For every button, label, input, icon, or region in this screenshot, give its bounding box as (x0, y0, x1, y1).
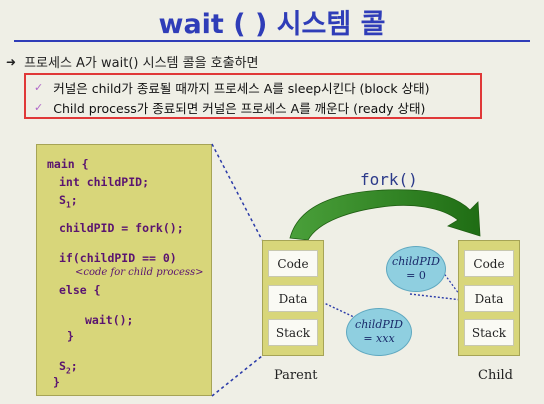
child-label: Child (478, 368, 513, 383)
code-line-wait: wait(); (85, 313, 134, 327)
slide-title: wait ( ) 시스템 콜 (158, 9, 386, 40)
code-line-close-else: } (67, 329, 74, 343)
parent-data-segment: Data (268, 285, 318, 312)
code-line-s2: S2; (59, 359, 78, 376)
main-bullet: ➜ 프로세스 A가 wait() 시스템 콜을 호출하면 (6, 52, 259, 72)
parent-pid-bubble-name: childPID (355, 318, 403, 331)
code-line-if: if(childPID == 0) (59, 251, 177, 265)
parent-code-segment: Code (268, 250, 318, 277)
child-pid-bubble-value: = 0 (406, 269, 426, 282)
sub-bullet-2-text: Child process가 종료되면 커널은 프로세스 A를 깨운다 (rea… (53, 101, 426, 116)
main-bullet-text: 프로세스 A가 wait() 시스템 콜을 호출하면 (24, 56, 259, 71)
projection-line-top (211, 143, 263, 241)
fork-arrow-icon (289, 189, 481, 241)
child-stack-segment: Stack (464, 319, 514, 346)
projection-line-bottom (211, 355, 263, 397)
parent-pid-bubble-value: = xxx (363, 332, 395, 345)
fork-label: fork() (360, 170, 418, 189)
sub-bullet-1-text: 커널은 child가 종료될 때까지 프로세스 A를 sleep시킨다 (blo… (53, 81, 430, 96)
sub-bullet-2: ✓ Child process가 종료되면 커널은 프로세스 A를 깨운다 (r… (34, 98, 425, 117)
highlight-box (24, 73, 482, 119)
code-comment: <code for child process> (75, 267, 204, 278)
code-line-s1: S1; (59, 193, 78, 210)
child-code-segment: Code (464, 250, 514, 277)
bullet-arrow-icon: ➜ (6, 54, 17, 69)
child-pid-bubble: childPID = 0 (386, 246, 446, 292)
child-process-box: Code Data Stack (458, 240, 520, 356)
code-line-decl: int childPID; (59, 175, 150, 189)
check-icon: ✓ (34, 101, 44, 114)
title-underline (14, 40, 530, 42)
child-data-segment: Data (464, 285, 514, 312)
parent-pid-bubble: childPID = xxx (346, 308, 412, 356)
code-panel: main { int childPID; S1; childPID = fork… (36, 144, 212, 396)
check-icon: ✓ (34, 81, 44, 94)
parent-label: Parent (274, 368, 318, 383)
child-data-connector (409, 293, 463, 301)
parent-process-box: Code Data Stack (262, 240, 324, 356)
code-line-else: else { (59, 283, 101, 297)
child-pid-bubble-name: childPID (392, 255, 440, 268)
parent-stack-segment: Stack (268, 319, 318, 346)
sub-bullet-1: ✓ 커널은 child가 종료될 때까지 프로세스 A를 sleep시킨다 (b… (34, 78, 429, 97)
code-line-main: main { (47, 157, 89, 171)
code-line-close-main: } (53, 375, 60, 389)
parent-data-connector (321, 301, 357, 319)
code-line-fork: childPID = fork(); (59, 221, 184, 235)
